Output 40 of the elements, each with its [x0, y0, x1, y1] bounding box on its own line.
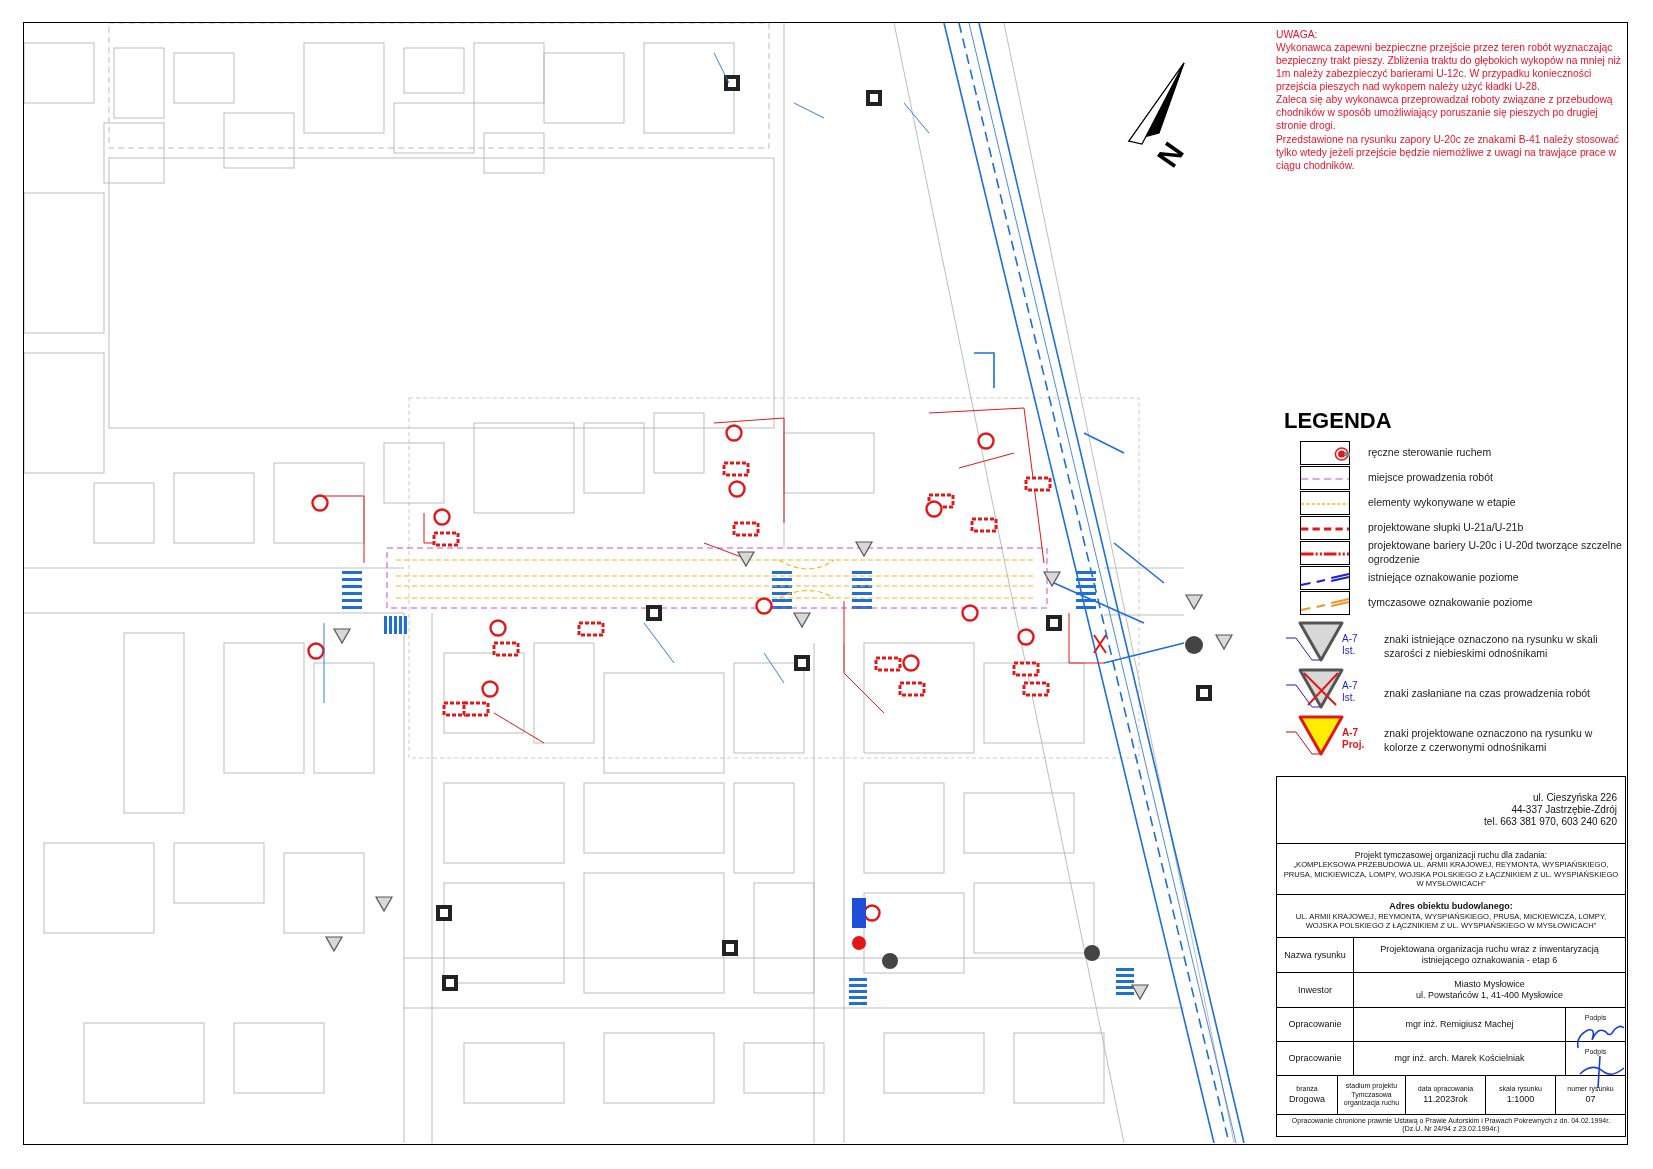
- row-heading: Opracowanie: [1288, 1053, 1342, 1064]
- legend-text: istniejące oznakowanie poziome: [1368, 570, 1519, 585]
- note-text: Zaleca się aby wykonawca przeprowadzał roboty związane z przebudową chodników w sposób umożliwiający poruszanie się pieszych po drugiej stronie drogi.: [1276, 93, 1614, 133]
- note-text: Wykonawca zapewni bezpieczne przejście przez teren robót wyznaczając bezpieczny trakt pieszy. Zbliżenia traktu do głębokich wykopów na mniej niż 1m należy zabezpieczyć barierami U-12c. W przypadku konieczności przejścia pieszych nad wykopem należy użyć kładki U-28.: [1276, 41, 1622, 94]
- row-heading: Nazwa rysunku: [1284, 949, 1346, 961]
- north-label: N: [1150, 136, 1191, 174]
- address-text: 44-337 Jastrzębie-Zdrój: [1511, 804, 1617, 816]
- drawing-name: Projektowana organizacja ruchu wraz z inwentaryzacją istniejącego oznakowania - etap 6: [1379, 944, 1600, 966]
- sign-code: A-7: [1342, 727, 1359, 738]
- note-text: Przedstawione na rysunku zapory U-20c ze znakami B-41 należy stosować tylko wtedy jeżeli przejście będzie niemożliwe z uwagi na trawjące prace w ciągu chodników.: [1276, 132, 1620, 172]
- address-text: ul. Cieszyńska 226: [1533, 792, 1617, 804]
- field-value: Drogowa: [1289, 1093, 1325, 1105]
- note-heading: UWAGA:: [1276, 28, 1319, 42]
- legend-text: ręczne sterowanie ruchem: [1368, 445, 1492, 460]
- row-heading: Opracowanie: [1288, 1019, 1342, 1030]
- author-name: mgr inż. Remigiusz Machej: [1405, 1019, 1514, 1030]
- phone-text: tel. 663 381 970, 603 240 620: [1484, 816, 1617, 828]
- legend-text: znaki zasłaniane na czas prowadzenia robót: [1384, 686, 1591, 701]
- sign-code: A-7: [1342, 633, 1358, 644]
- project-heading: Projekt tymczasowej organizacji ruchu dla zadania:: [1354, 850, 1548, 861]
- sign-status: Ist.: [1342, 692, 1356, 703]
- legend-text: tymczasowe oznakowanie poziome: [1368, 595, 1533, 610]
- legend-text: projektowane bariery U-20c i U-20d tworzące szczelne ogrodzenie: [1368, 538, 1623, 567]
- field-value: 1:1000: [1506, 1093, 1535, 1105]
- sign-status: Ist.: [1342, 645, 1356, 656]
- legend-title: LEGENDA: [1284, 408, 1393, 434]
- legend-text: projektowane słupki U-21a/U-21b: [1368, 520, 1524, 535]
- author-name: mgr inż. arch. Marek Kościelniak: [1394, 1053, 1525, 1064]
- legend-text: znaki istniejące oznaczono na rysunku w skali szarości z niebieskimi odnośnikami: [1384, 632, 1599, 661]
- legend-text: elementy wykonywane w etapie: [1368, 495, 1516, 510]
- sign-code: A-7: [1342, 680, 1358, 691]
- legend-text: znaki projektowane oznaczono na rysunku w kolorze z czerwonymi odnośnikami: [1384, 726, 1594, 755]
- row-heading: Inwestor: [1298, 984, 1332, 996]
- legend-text: miejsce prowadzenia robót: [1368, 470, 1493, 485]
- investor-address: ul. Powstańców 1, 41-400 Mysłowice: [1415, 990, 1564, 1001]
- investor-name: Miasto Mysłowice: [1454, 979, 1525, 990]
- sign-status: Proj.: [1342, 739, 1365, 750]
- field-value: 11.2023rok: [1423, 1093, 1468, 1105]
- address-heading: Adres obiektu budowlanego:: [1389, 901, 1513, 913]
- field-value: 07: [1585, 1093, 1596, 1105]
